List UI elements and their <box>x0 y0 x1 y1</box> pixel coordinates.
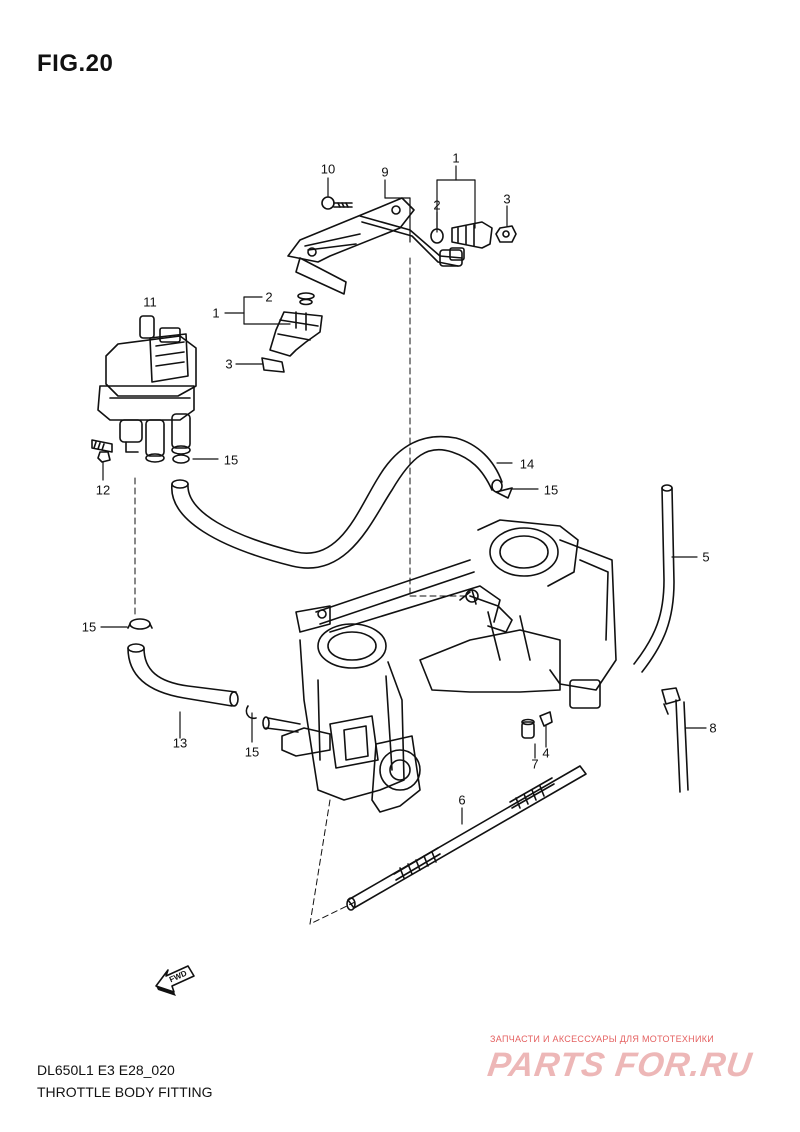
callout-13: 13 <box>172 735 188 751</box>
callout-12: 12 <box>95 482 111 498</box>
tie-wrap-8 <box>661 687 689 793</box>
o-ring-2-left <box>297 292 315 306</box>
watermark-logo: PARTS FOR.RU <box>485 1046 755 1084</box>
callout-2-left: 2 <box>265 289 273 305</box>
callout-15-right: 15 <box>543 482 559 498</box>
watermark-tagline: ЗАПЧАСТИ И АКСЕССУАРЫ ДЛЯ МОТОТЕХНИКИ <box>490 1034 715 1044</box>
throttle-shaft-6 <box>346 765 587 911</box>
hose-13 <box>127 643 239 707</box>
section-title: THROTTLE BODY FITTING <box>37 1084 213 1100</box>
callout-3-top: 3 <box>503 191 511 207</box>
callout-2-top: 2 <box>433 197 441 213</box>
fuel-delivery-pipe-9 <box>287 197 463 295</box>
screw-10 <box>321 196 353 210</box>
callout-1-top: 1 <box>452 150 460 166</box>
clamp-15-right <box>495 487 513 499</box>
cushion-3-left <box>261 357 285 373</box>
clamp-15-valve <box>172 454 190 464</box>
fuel-injector-1-left <box>269 311 323 357</box>
callout-1-left: 1 <box>212 305 220 321</box>
cushion-3-top <box>495 225 517 243</box>
throttle-body-assembly <box>262 519 617 813</box>
cap-7 <box>521 718 535 739</box>
figure-title: FIG.20 <box>37 50 114 77</box>
bolt-12 <box>91 439 113 463</box>
callout-9: 9 <box>381 164 389 180</box>
callout-6: 6 <box>458 792 466 808</box>
callout-8: 8 <box>709 720 717 736</box>
leader-lines <box>100 165 707 825</box>
clip-4 <box>539 711 553 727</box>
callout-7: 7 <box>531 756 539 772</box>
forward-arrow-icon <box>155 965 195 996</box>
callout-5: 5 <box>702 549 710 565</box>
callout-15-left: 15 <box>81 619 97 635</box>
callout-15-lower: 15 <box>244 744 260 760</box>
fuel-injector-1-top <box>449 221 493 261</box>
callout-14: 14 <box>519 456 535 472</box>
pair-valve-11 <box>97 315 197 463</box>
o-ring-2-top <box>430 228 444 244</box>
model-code: DL650L1 E3 E28_020 <box>37 1062 175 1078</box>
hose-5 <box>633 484 675 673</box>
callout-11: 11 <box>143 294 157 310</box>
clamp-15-left <box>127 618 153 630</box>
callout-4: 4 <box>542 745 550 761</box>
hose-14 <box>171 435 503 569</box>
callout-15-valve: 15 <box>223 452 239 468</box>
guide-lines <box>134 257 471 925</box>
callout-10: 10 <box>320 161 336 177</box>
clamp-15-lower <box>245 705 257 720</box>
callout-3-left: 3 <box>225 356 233 372</box>
